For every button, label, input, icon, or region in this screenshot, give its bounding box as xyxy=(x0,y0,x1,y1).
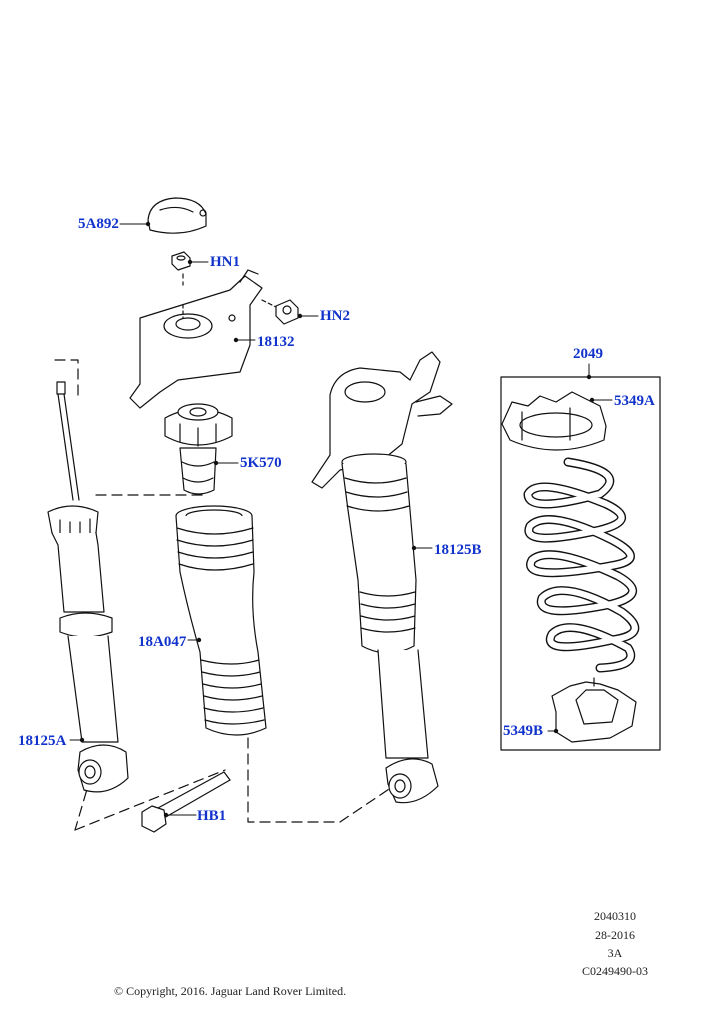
spring-isolator-5349A xyxy=(501,391,607,451)
callout-18125A[interactable]: 18125A xyxy=(18,733,67,749)
dashed-guides xyxy=(54,359,411,831)
ref-line-1: 2040310 xyxy=(594,909,636,923)
callout-HN2[interactable]: HN2 xyxy=(320,308,350,324)
top-cap-5A892 xyxy=(147,197,207,234)
shock-absorber-left xyxy=(47,381,129,793)
callout-HN1[interactable]: HN1 xyxy=(210,254,240,270)
spring-kit-frame xyxy=(500,376,661,751)
dust-boot-18A047 xyxy=(175,505,267,736)
spring-isolator-5349B xyxy=(551,677,637,743)
callout-5K570[interactable]: 5K570 xyxy=(240,455,282,471)
callout-2049[interactable]: 2049 xyxy=(573,346,603,362)
ref-line-2: 28-2016 xyxy=(595,928,635,942)
leader-dots xyxy=(79,221,595,818)
callout-5349B[interactable]: 5349B xyxy=(503,723,544,739)
callout-18132[interactable]: 18132 xyxy=(257,334,295,350)
leader-lines xyxy=(69,223,613,816)
ref-line-3: 3A xyxy=(607,946,623,960)
nut-HN1 xyxy=(171,251,191,286)
callout-18125B[interactable]: 18125B xyxy=(434,542,482,558)
callout-HB1[interactable]: HB1 xyxy=(197,808,227,824)
copyright-notice: © Copyright, 2016. Jaguar Land Rover Lim… xyxy=(114,984,347,998)
nut-HN2 xyxy=(261,299,299,325)
callout-18A047[interactable]: 18A047 xyxy=(138,634,187,650)
bracket-18132 xyxy=(129,269,263,409)
callout-5349A[interactable]: 5349A xyxy=(614,393,655,409)
callout-5A892[interactable]: 5A892 xyxy=(78,216,119,232)
ref-line-4: C0249490-03 xyxy=(582,964,648,978)
air-strut-18125B xyxy=(311,351,453,804)
bump-stop-5K570 xyxy=(164,403,233,495)
bolt-HB1 xyxy=(141,771,231,833)
